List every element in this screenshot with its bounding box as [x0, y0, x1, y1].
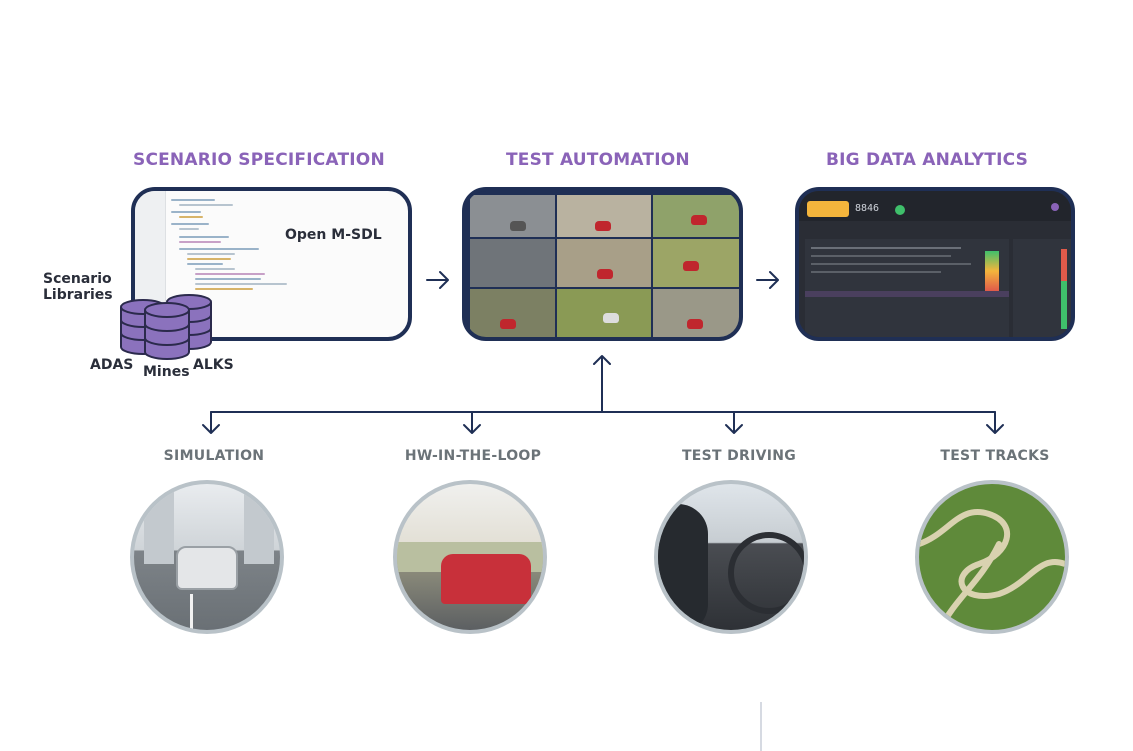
sim-tile-4 [470, 239, 555, 287]
sim-tile-1 [470, 195, 555, 237]
car-icon [176, 546, 238, 590]
sim-tile-6 [653, 239, 739, 287]
dashboard-badge [807, 201, 849, 217]
steering-wheel-icon [728, 532, 804, 614]
platform-label-test-tracks: TEST TRACKS [940, 448, 1050, 464]
down-arrow-icon [202, 411, 220, 434]
simulation-photo [130, 480, 284, 634]
right-arrow-icon [756, 271, 779, 289]
sim-tile-5 [557, 239, 651, 287]
dashboard-side-list [1013, 239, 1071, 337]
scenario-libraries-title-line2: Libraries [43, 287, 113, 303]
database-stack-icon [120, 294, 212, 360]
open-msdl-label: Open M-SDL [285, 227, 382, 243]
library-mines: Mines [143, 364, 190, 380]
library-alks: ALKS [193, 357, 234, 373]
library-adas: ADAS [90, 357, 134, 373]
down-arrow-icon [463, 411, 481, 434]
platform-label-test-driving: TEST DRIVING [681, 448, 797, 464]
sim-tile-3 [653, 195, 739, 237]
dashboard-avatar [1051, 203, 1059, 211]
up-arrow-icon [593, 355, 611, 413]
header-test-automation: TEST AUTOMATION [506, 150, 690, 170]
car-icon [441, 554, 531, 604]
dashboard-metric-value: 8846 [855, 203, 880, 214]
header-scenario-specification: SCENARIO SPECIFICATION [133, 150, 385, 170]
platform-label-simulation: SIMULATION [163, 448, 265, 464]
platform-label-hil: HW-IN-THE-LOOP [404, 448, 542, 464]
test-automation-panel [462, 187, 743, 341]
right-arrow-icon [426, 271, 449, 289]
sim-tile-7 [470, 289, 555, 337]
analytics-dashboard-panel: 8846 [795, 187, 1075, 341]
test-tracks-photo [915, 480, 1069, 634]
header-big-data-analytics: BIG DATA ANALYTICS [826, 150, 1029, 170]
scenario-libraries-title-line1: Scenario [43, 271, 112, 287]
dashboard-main-list [805, 239, 1009, 337]
dashboard-status-dot [895, 205, 905, 215]
down-arrow-icon [986, 411, 1004, 434]
sim-tile-8 [557, 289, 651, 337]
down-arrow-icon [725, 411, 743, 434]
sim-tile-9 [653, 289, 739, 337]
sim-tile-2 [557, 195, 651, 237]
hw-in-the-loop-photo [393, 480, 547, 634]
test-driving-photo [654, 480, 808, 634]
